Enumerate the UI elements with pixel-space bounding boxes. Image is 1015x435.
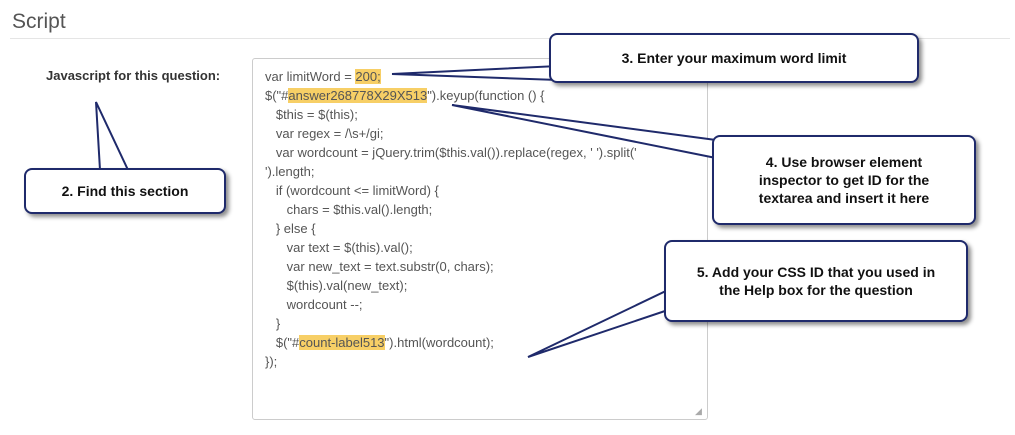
code-token: } else { <box>265 221 316 236</box>
code-line: chars = $this.val().length; <box>265 200 640 219</box>
code-line: $(this).val(new_text); <box>265 276 640 295</box>
code-token: var text = $(this).val(); <box>265 240 413 255</box>
code-token: $this = $(this); <box>265 107 358 122</box>
code-line: var text = $(this).val(); <box>265 238 640 257</box>
highlighted-code-token: answer268778X29X513 <box>288 88 428 103</box>
code-line: wordcount --; <box>265 295 640 314</box>
code-token: var wordcount = jQuery.trim($this.val())… <box>265 145 641 160</box>
code-token: var limitWord = <box>265 69 356 84</box>
code-line: var new_text = text.substr(0, chars); <box>265 257 640 276</box>
pointer-callout-4 <box>451 104 717 160</box>
code-token: ').length; <box>265 164 315 179</box>
code-line: $("#answer268778X29X513").keyup(function… <box>265 86 640 105</box>
code-line: var regex = /\s+/gi; <box>265 124 640 143</box>
code-token: if (wordcount <= limitWord) { <box>265 183 439 198</box>
pointer-callout-3 <box>391 64 559 82</box>
code-token: $(this).val(new_text); <box>265 278 408 293</box>
code-line: var limitWord = 200; <box>265 67 640 86</box>
code-token: }); <box>265 354 278 369</box>
section-divider <box>10 38 1010 39</box>
code-token: var new_text = text.substr(0, chars); <box>265 259 494 274</box>
callout-textarea-id: 4. Use browser element inspector to get … <box>712 135 976 225</box>
highlighted-code-token: 200; <box>355 69 381 84</box>
field-label: Javascript for this question: <box>46 68 221 83</box>
javascript-textarea[interactable]: var limitWord = 200;$("#answer268778X29X… <box>252 58 708 420</box>
code-line: } <box>265 314 640 333</box>
section-title: Script <box>12 10 66 33</box>
pointer-callout-5 <box>527 288 669 358</box>
callout-word-limit: 3. Enter your maximum word limit <box>549 33 919 83</box>
code-token: wordcount --; <box>265 297 363 312</box>
code-token: var regex = /\s+/gi; <box>265 126 384 141</box>
code-content: var limitWord = 200;$("#answer268778X29X… <box>265 67 640 371</box>
code-token: chars = $this.val().length; <box>265 202 433 217</box>
code-line: var wordcount = jQuery.trim($this.val())… <box>265 143 640 162</box>
code-line: $this = $(this); <box>265 105 640 124</box>
code-line: }); <box>265 352 640 371</box>
code-line: ').length; <box>265 162 640 181</box>
callout-find-section: 2. Find this section <box>24 168 226 214</box>
code-token: $("# <box>265 335 300 350</box>
highlighted-code-token: count-label513 <box>299 335 385 350</box>
code-token: ").keyup(function () { <box>427 88 545 103</box>
resize-handle-icon[interactable]: ◢ <box>695 406 702 416</box>
code-token: } <box>265 316 281 331</box>
code-token: ").html(wordcount); <box>384 335 494 350</box>
pointer-callout-2 <box>95 101 130 171</box>
code-token: $("# <box>265 88 289 103</box>
code-line: $("#count-label513").html(wordcount); <box>265 333 640 352</box>
code-line: if (wordcount <= limitWord) { <box>265 181 640 200</box>
callout-css-id: 5. Add your CSS ID that you used in the … <box>664 240 968 322</box>
code-line: } else { <box>265 219 640 238</box>
